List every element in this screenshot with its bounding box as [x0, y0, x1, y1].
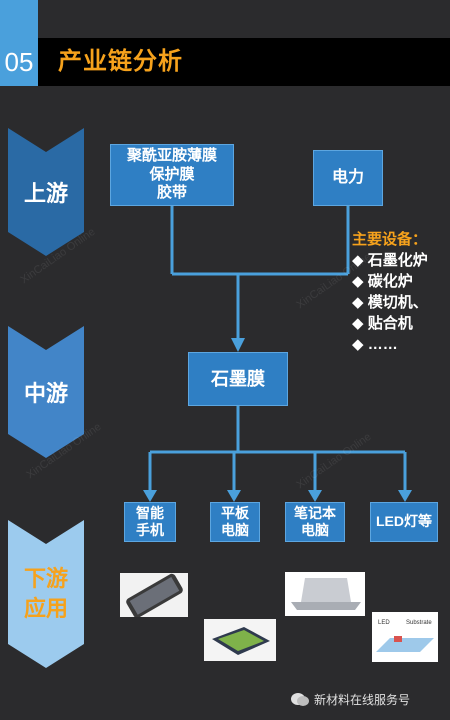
footer-brand-label: 新材料在线服务号: [314, 692, 411, 707]
stage-midstream: 中游: [8, 326, 84, 458]
equipment-item: ◆ 模切机、: [352, 294, 428, 311]
laptop-image: [285, 572, 365, 616]
node-polyimide-films: 聚酰亚胺薄膜 保护膜 胶带: [110, 144, 234, 206]
substrate-label: Substrate: [406, 620, 432, 626]
stage-downstream: 下游 应用: [8, 520, 84, 668]
smartphone-image: [120, 573, 188, 617]
section-number: 05: [0, 38, 38, 86]
footer-brand: 新材料在线服务号: [290, 688, 410, 710]
node-graphite-film: 石墨膜: [188, 352, 288, 406]
equipment-item: ◆ 碳化炉: [352, 273, 413, 290]
led-diagram-image: LED Substrate: [372, 612, 438, 662]
led-label: LED: [378, 620, 390, 626]
node-laptop: 笔记本 电脑: [285, 502, 345, 542]
stage-upstream-arrow: [8, 128, 84, 256]
equipment-item: ◆ 贴合机: [352, 315, 413, 332]
node-smartphone: 智能 手机: [124, 502, 176, 542]
stage-midstream-arrow: [8, 326, 84, 458]
stage-upstream: 上游: [8, 128, 84, 256]
node-tablet: 平板 电脑: [210, 502, 260, 542]
stage-downstream-label: 下游 应用: [23, 566, 68, 621]
page-title: 产业链分析: [58, 48, 183, 75]
stage-upstream-label: 上游: [23, 181, 68, 206]
equipment-item: ◆ ……: [352, 336, 398, 353]
top-strip: [0, 0, 450, 38]
equipment-list: 主要设备： ◆ 石墨化炉 ◆ 碳化炉 ◆ 模切机、 ◆ 贴合机 ◆ ……: [352, 229, 448, 355]
equipment-heading: 主要设备：: [352, 231, 428, 248]
tablet-image: [204, 619, 276, 661]
header-bar: [0, 38, 450, 86]
top-accent: [0, 0, 38, 38]
node-power: 电力: [313, 150, 383, 206]
node-led: LED灯等: [370, 502, 438, 542]
wechat-icon: [291, 693, 309, 706]
stage-downstream-arrow: [8, 520, 84, 668]
equipment-item: ◆ 石墨化炉: [352, 252, 428, 269]
stage-midstream-label: 中游: [23, 381, 68, 406]
